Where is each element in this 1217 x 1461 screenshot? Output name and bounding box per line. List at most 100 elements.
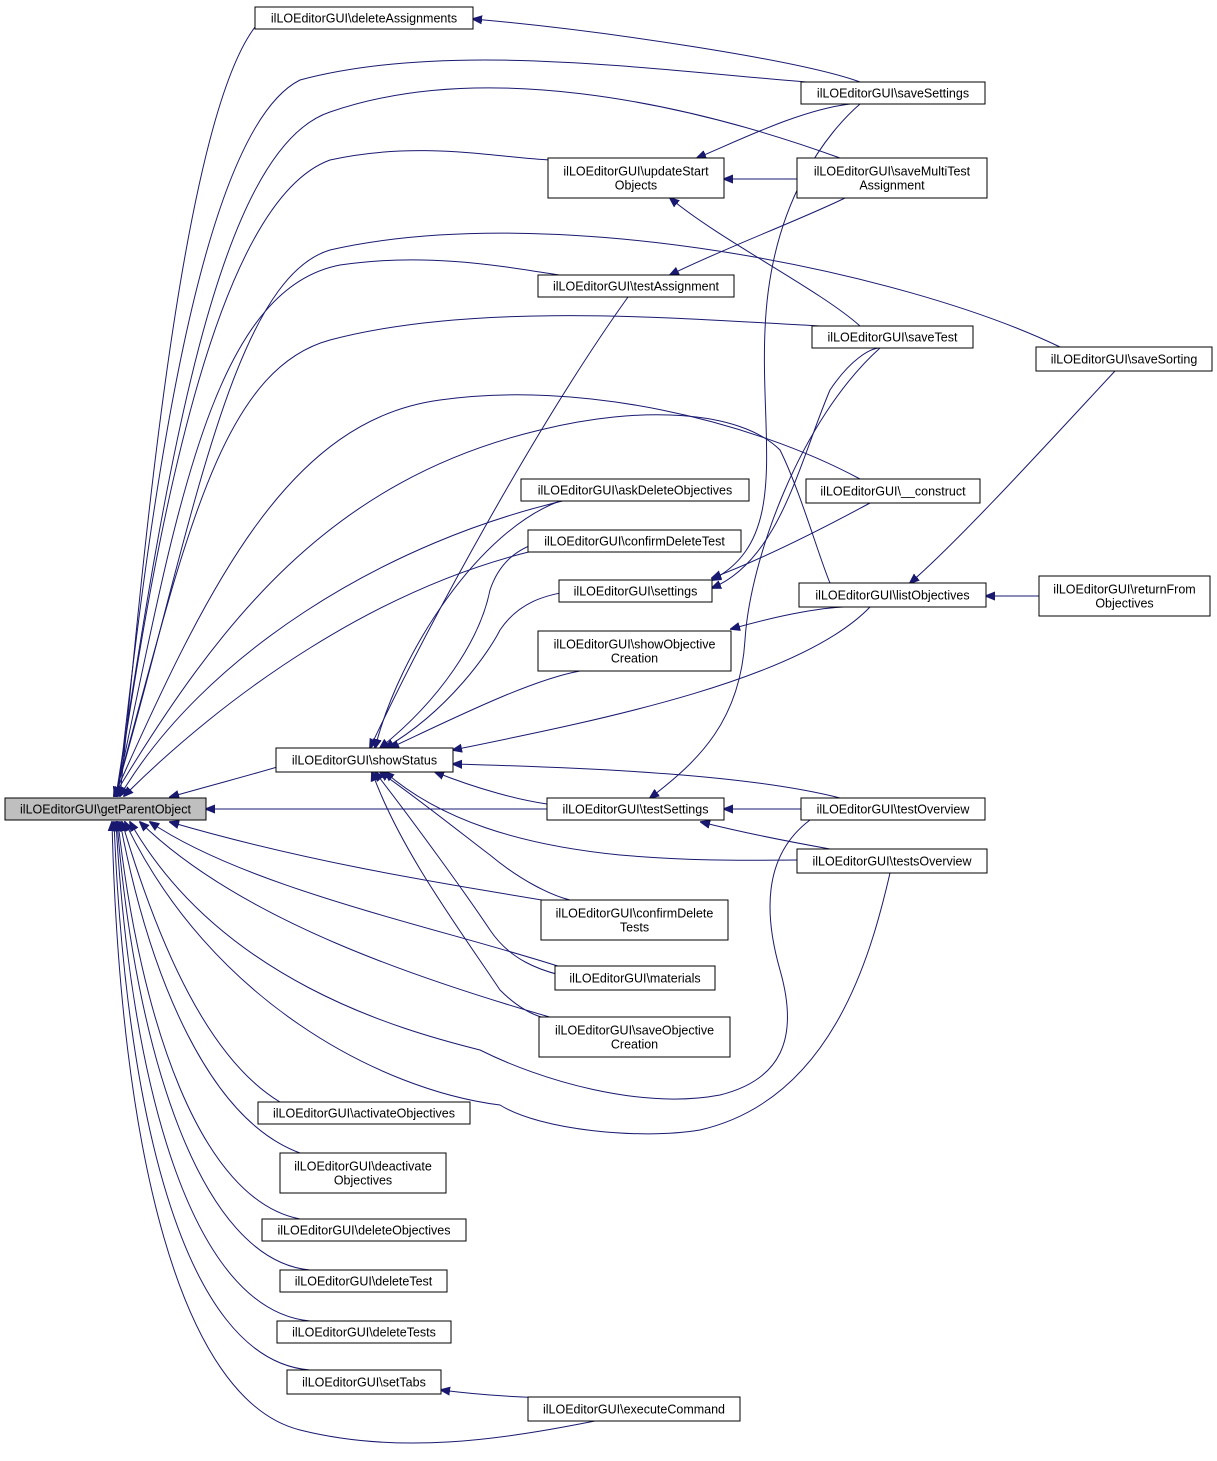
edge-saveTest-to-settings <box>712 347 881 588</box>
node-label: ilLOEditorGUI\getParentObject <box>20 803 191 817</box>
node-box <box>537 630 732 672</box>
edge-line <box>122 822 281 1103</box>
edge-line <box>120 496 581 796</box>
node-box <box>4 797 207 821</box>
edge-saveMultiTestAssignment-to-getParentObject <box>116 87 841 796</box>
node-label: ilLOEditorGUI\returnFrom <box>1053 583 1195 597</box>
node-saveSettings[interactable]: ilLOEditorGUI\saveSettings <box>800 81 986 105</box>
node-box <box>257 1101 471 1125</box>
node-label: Objectives <box>334 1174 392 1188</box>
edge-saveMultiTestAssignment-to-testAssignment <box>670 197 846 275</box>
node-testsOverview[interactable]: ilLOEditorGUI\testsOverview <box>796 848 988 874</box>
edge-line <box>375 772 561 976</box>
node-settings[interactable]: ilLOEditorGUI\settings <box>558 579 713 603</box>
edge-line <box>453 764 841 799</box>
node-label: ilLOEditorGUI\saveSorting <box>1051 353 1198 367</box>
node-box <box>805 478 981 504</box>
node-box <box>547 157 725 199</box>
node-box <box>279 1152 447 1194</box>
node-label: ilLOEditorGUI\showObjective <box>554 638 716 652</box>
node-showStatus[interactable]: ilLOEditorGUI\showStatus <box>275 747 454 773</box>
node-activateObjectives[interactable]: ilLOEditorGUI\activateObjectives <box>257 1101 471 1125</box>
node-label: ilLOEditorGUI\testAssignment <box>553 280 720 294</box>
node-label: Assignment <box>859 179 925 193</box>
node-box <box>796 157 988 199</box>
edge-line <box>140 822 561 1021</box>
edge-confirmDeleteTest-to-getParentObject <box>124 544 561 796</box>
edge-line <box>116 822 311 1322</box>
node-box <box>558 579 713 603</box>
edge-saveObjectiveCreation-to-showStatus <box>372 772 561 1021</box>
node-askDeleteObjectives[interactable]: ilLOEditorGUI\askDeleteObjectives <box>520 478 750 502</box>
edge-line <box>670 197 846 275</box>
edge-line <box>731 606 861 629</box>
node-label: ilLOEditorGUI\testOverview <box>817 803 971 817</box>
node-box <box>276 1320 452 1344</box>
node-box <box>800 797 986 821</box>
node-box <box>800 81 986 105</box>
edge-line <box>372 772 561 1021</box>
edge-testsOverview-to-showStatus <box>385 772 798 861</box>
node-confirmDeleteTest[interactable]: ilLOEditorGUI\confirmDeleteTest <box>527 529 742 553</box>
edge-confirmDeleteTests-to-getParentObject <box>170 822 561 904</box>
node-box <box>546 797 725 821</box>
node-box <box>254 6 474 30</box>
node-box <box>798 582 987 608</box>
edge-line <box>118 822 301 1220</box>
edge-line <box>453 606 871 750</box>
edge-line <box>473 19 861 83</box>
node-box <box>1035 346 1213 372</box>
edge-activateObjectives-to-getParentObject <box>122 822 281 1103</box>
node-testAssignment[interactable]: ilLOEditorGUI\testAssignment <box>537 274 735 298</box>
node-label: Creation <box>611 652 658 666</box>
node-testOverview[interactable]: ilLOEditorGUI\testOverview <box>800 797 986 821</box>
node-label: ilLOEditorGUI\saveSettings <box>817 87 969 101</box>
node-label: ilLOEditorGUI\testsOverview <box>812 855 972 869</box>
node-label: ilLOEditorGUI\activateObjectives <box>273 1107 455 1121</box>
node-testSettings[interactable]: ilLOEditorGUI\testSettings <box>546 797 725 821</box>
node-deleteTest[interactable]: ilLOEditorGUI\deleteTest <box>279 1269 448 1293</box>
node-construct[interactable]: ilLOEditorGUI\__construct <box>805 478 981 504</box>
node-deleteObjectives[interactable]: ilLOEditorGUI\deleteObjectives <box>261 1218 467 1242</box>
node-label: Objects <box>615 179 657 193</box>
edge-line <box>390 670 581 748</box>
edge-line <box>170 822 561 904</box>
node-deleteTests[interactable]: ilLOEditorGUI\deleteTests <box>276 1320 452 1344</box>
node-getParentObject[interactable]: ilLOEditorGUI\getParentObject <box>4 797 207 821</box>
node-label: ilLOEditorGUI\settings <box>574 585 698 599</box>
node-box <box>261 1218 467 1242</box>
node-label: ilLOEditorGUI\materials <box>569 972 700 986</box>
edge-confirmDeleteTest-to-showStatus <box>380 541 541 748</box>
node-executeCommand[interactable]: ilLOEditorGUI\executeCommand <box>527 1396 741 1422</box>
edge-deleteObjectives-to-getParentObject <box>118 822 301 1220</box>
node-listObjectives[interactable]: ilLOEditorGUI\listObjectives <box>798 582 987 608</box>
node-label: Creation <box>611 1038 658 1052</box>
node-label: ilLOEditorGUI\deleteTest <box>295 1275 433 1289</box>
node-label: ilLOEditorGUI\executeCommand <box>543 1403 725 1417</box>
node-materials[interactable]: ilLOEditorGUI\materials <box>554 965 716 991</box>
edge-setTabs-to-getParentObject <box>114 822 311 1371</box>
node-saveTest[interactable]: ilLOEditorGUI\saveTest <box>811 325 974 349</box>
node-setTabs[interactable]: ilLOEditorGUI\setTabs <box>286 1369 442 1395</box>
node-label: ilLOEditorGUI\saveMultiTest <box>814 165 971 179</box>
node-deleteAssignments[interactable]: ilLOEditorGUI\deleteAssignments <box>254 6 474 30</box>
edge-line <box>712 502 871 578</box>
edge-construct-to-settings <box>712 502 871 578</box>
edge-line <box>701 822 831 850</box>
edge-testAssignment-to-showStatus <box>370 296 629 748</box>
node-box <box>537 274 735 298</box>
node-box <box>527 1396 741 1422</box>
edge-settings-to-showStatus <box>385 591 566 748</box>
node-saveSorting[interactable]: ilLOEditorGUI\saveSorting <box>1035 346 1213 372</box>
edge-line <box>435 772 548 805</box>
node-label: ilLOEditorGUI\deleteAssignments <box>271 12 457 26</box>
edge-testsOverview-to-testSettings <box>701 822 831 850</box>
